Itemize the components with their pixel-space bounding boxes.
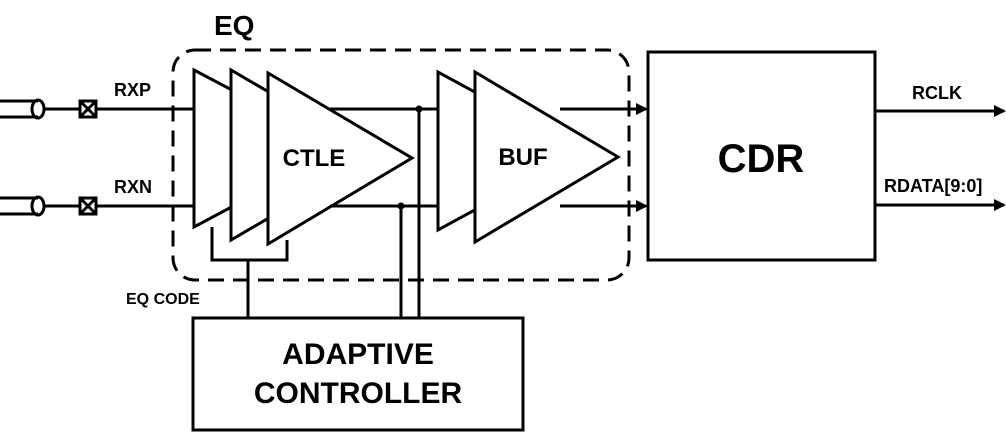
buf-label: BUF bbox=[498, 144, 547, 171]
eq-code-label: EQ CODE bbox=[126, 291, 200, 308]
rxp-connector-icon bbox=[0, 98, 98, 120]
rxp-label: RXP bbox=[114, 80, 151, 100]
adaptive-label-line2: CONTROLLER bbox=[254, 377, 463, 410]
rclk-label: RCLK bbox=[912, 83, 962, 103]
buf-stage-2 bbox=[473, 69, 621, 245]
cdr-label: CDR bbox=[718, 137, 805, 181]
rxn-connector-icon bbox=[0, 195, 98, 217]
rdata-label: RDATA[9:0] bbox=[884, 176, 982, 196]
ctle-label: CTLE bbox=[283, 145, 346, 172]
adaptive-label-line1: ADAPTIVE bbox=[282, 338, 434, 371]
eq-label: EQ bbox=[214, 10, 254, 41]
cdr-block bbox=[646, 50, 877, 262]
adaptive-controller-block bbox=[191, 316, 525, 432]
eq-boundary bbox=[171, 48, 631, 282]
ctle-stage-3 bbox=[266, 70, 415, 247]
rxn-label: RXN bbox=[114, 177, 152, 197]
